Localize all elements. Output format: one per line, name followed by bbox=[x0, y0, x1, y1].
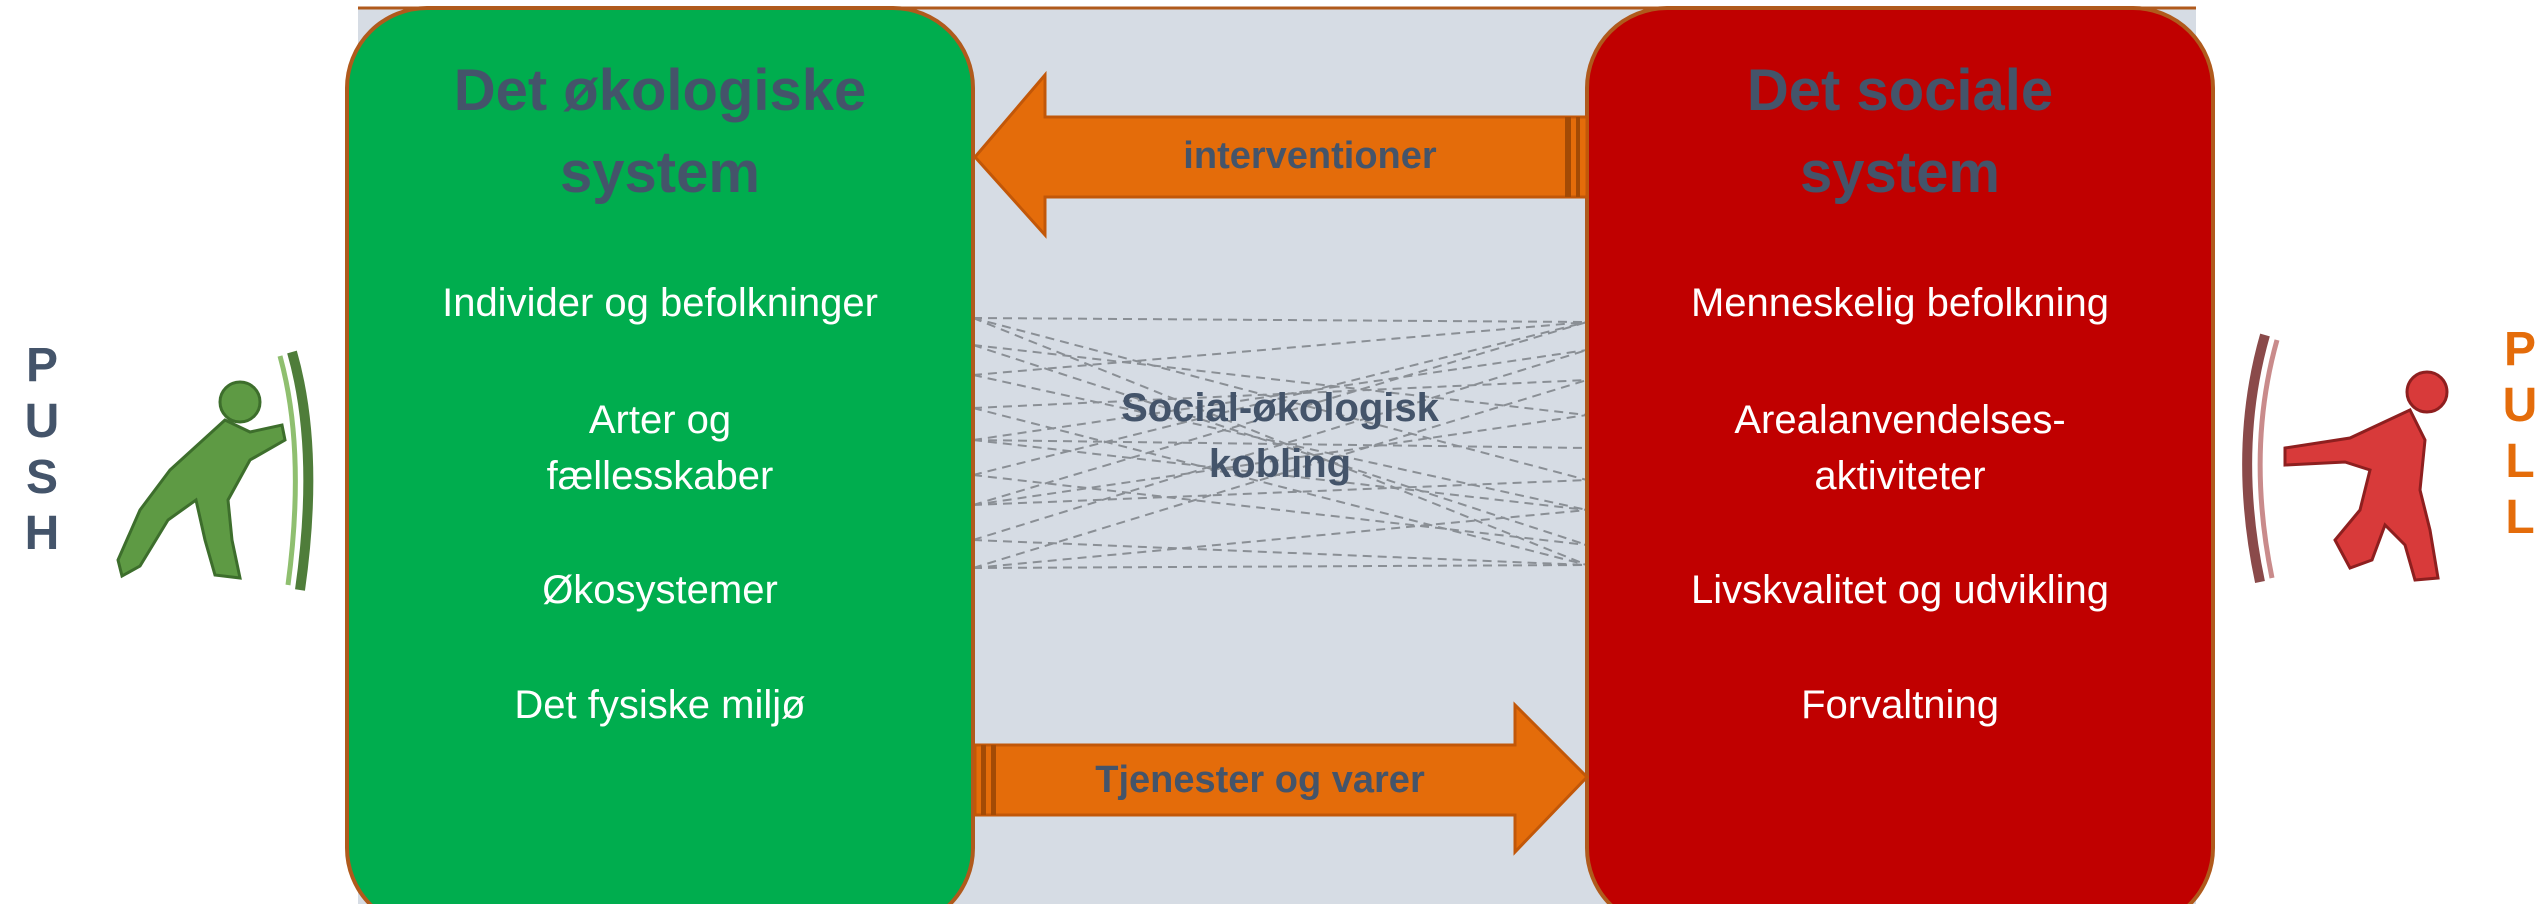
tjenester-arrow-tail-stripe bbox=[981, 745, 986, 815]
coupling-line bbox=[972, 539, 1588, 566]
coupling-line bbox=[972, 317, 1588, 566]
social-system-box bbox=[1585, 6, 2215, 904]
ecological-item-line: Det fysiske miljø bbox=[514, 683, 806, 727]
interventioner-arrow-tail-stripe bbox=[1565, 117, 1571, 197]
social-system-title-line1: Det sociale bbox=[1746, 58, 2054, 123]
pull-letter: U bbox=[2502, 379, 2538, 432]
social-item-arealanvendelse: Arealanvendelses- aktiviteter bbox=[1587, 392, 2213, 504]
coupling-line bbox=[972, 349, 1588, 441]
coupling-line bbox=[972, 439, 1588, 511]
pull-barrier bbox=[2242, 333, 2270, 584]
social-item-line: Forvaltning bbox=[1801, 683, 1999, 727]
pull-letter: L bbox=[2505, 435, 2535, 488]
coupling-line bbox=[972, 344, 1588, 416]
ecological-item-line: fællesskaber bbox=[546, 454, 774, 498]
coupling-line bbox=[972, 474, 1588, 546]
coupling-line bbox=[972, 349, 1588, 541]
coupling-line bbox=[972, 509, 1588, 569]
coupling-label: Social-økologisk kobling bbox=[1080, 380, 1480, 492]
coupling-line bbox=[972, 414, 1588, 506]
ecological-system-title: Det økologiske system bbox=[347, 50, 973, 214]
push-barrier bbox=[287, 350, 314, 591]
social-item-line: Livskvalitet og udvikling bbox=[1691, 568, 2109, 612]
push-letter: H bbox=[24, 507, 60, 560]
coupling-line bbox=[972, 379, 1588, 409]
push-letter: S bbox=[25, 451, 58, 504]
ecological-system-box bbox=[345, 6, 975, 904]
coupling-line bbox=[972, 317, 1588, 323]
ecological-item-individer: Individer og befolkninger bbox=[347, 275, 973, 331]
tjenester-arrow-tail-stripe bbox=[991, 745, 996, 815]
social-system-items: Menneskelig befolkning Arealanvendelses-… bbox=[1587, 0, 2213, 904]
ecological-system-title-line1: Det økologiske bbox=[453, 58, 867, 123]
coupling-line bbox=[972, 321, 1588, 476]
push-figure-body bbox=[116, 418, 287, 580]
interventioner-arrow bbox=[973, 70, 1589, 239]
pull-figure-icon bbox=[2242, 333, 2449, 584]
push-figure-head bbox=[218, 380, 262, 424]
pull-letter: L bbox=[2505, 491, 2535, 544]
push-letter: U bbox=[24, 395, 60, 448]
coupling-lines bbox=[972, 317, 1588, 569]
push-figure-icon bbox=[116, 350, 314, 591]
interventioner-arrow-tail-stripe bbox=[1576, 117, 1580, 197]
social-item-line: aktiviteter bbox=[1814, 454, 1986, 498]
ecological-item-line: Økosystemer bbox=[542, 568, 778, 612]
push-barrier-inner bbox=[277, 355, 298, 586]
tjenester-label: Tjenester og varer bbox=[1095, 759, 1425, 801]
social-system-title-line2: system bbox=[1800, 140, 2000, 205]
coupling-line bbox=[972, 321, 1588, 506]
ecological-item-okosystemer: Økosystemer bbox=[347, 562, 973, 618]
coupling-label-line2: kobling bbox=[1208, 442, 1352, 486]
tjenester-arrow bbox=[973, 701, 1590, 856]
pull-letter: P bbox=[2503, 323, 2536, 376]
coupling-line bbox=[972, 321, 1588, 376]
ecological-item-fysiske-miljo: Det fysiske miljø bbox=[347, 677, 973, 733]
coupling-line bbox=[972, 479, 1588, 506]
ecological-system-items: Individer og befolkninger Arter og fælle… bbox=[347, 0, 973, 904]
tjenester-arrow-shape bbox=[973, 701, 1590, 856]
social-system-title: Det sociale system bbox=[1587, 50, 2213, 214]
ecological-item-line: Arter og bbox=[588, 398, 732, 442]
ecological-item-line: Individer og befolkninger bbox=[442, 281, 878, 325]
ecological-item-arter: Arter og fællesskaber bbox=[347, 392, 973, 504]
pull-word: P U L L bbox=[2490, 322, 2539, 546]
coupling-label-line1: Social-økologisk bbox=[1121, 386, 1439, 430]
pull-figure-body bbox=[2283, 408, 2440, 582]
social-item-line: Arealanvendelses- bbox=[1734, 398, 2066, 442]
push-word: P U S H bbox=[12, 338, 72, 562]
social-item-forvaltning: Forvaltning bbox=[1587, 677, 2213, 733]
coupling-line bbox=[972, 407, 1588, 566]
social-item-livskvalitet: Livskvalitet og udvikling bbox=[1587, 562, 2213, 618]
pull-figure-head bbox=[2405, 370, 2449, 414]
ecological-system-title-line2: system bbox=[560, 140, 760, 205]
social-item-line: Menneskelig befolkning bbox=[1690, 281, 2110, 325]
interventioner-arrow-shape bbox=[973, 70, 1589, 239]
push-letter: P bbox=[25, 339, 58, 392]
social-item-befolkning: Menneskelig befolkning bbox=[1587, 275, 2213, 331]
coupling-line bbox=[972, 564, 1588, 569]
pull-barrier-inner bbox=[2257, 339, 2280, 579]
interventioner-label: interventioner bbox=[1183, 135, 1437, 177]
